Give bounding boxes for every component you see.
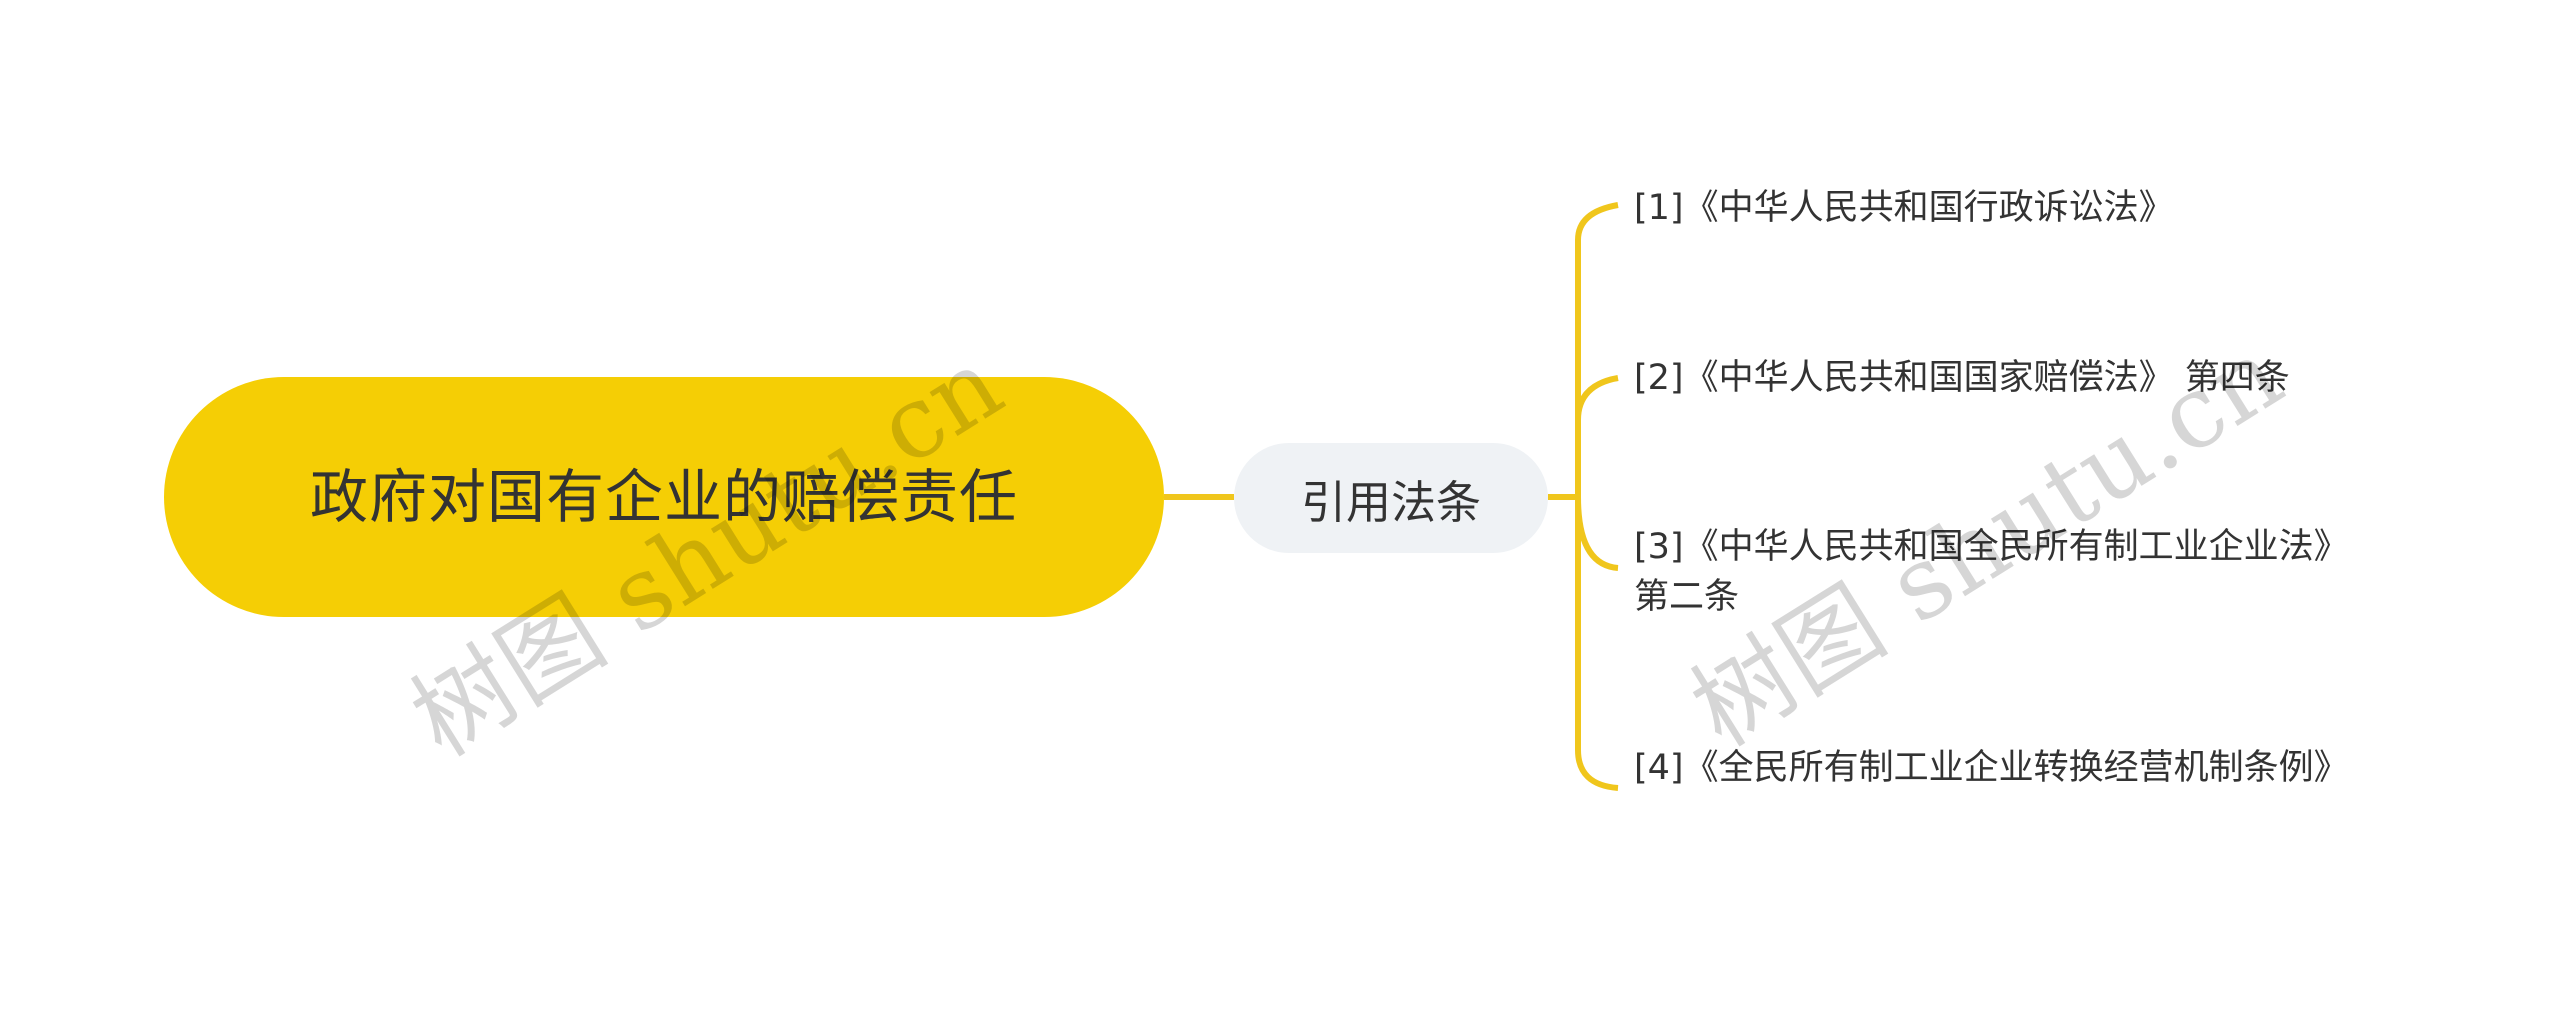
root-title: 政府对国有企业的赔偿责任	[309, 463, 1018, 531]
bracket-curve-2	[1575, 375, 1619, 421]
leaf-node-4[interactable]: [4]《全民所有制工业企业转换经营机制条例》	[1634, 748, 2349, 788]
branch-node-citations[interactable]: 引用法条	[1234, 443, 1548, 553]
leaf-node-3[interactable]: [3]《中华人民共和国全民所有制工业企业法》 第二条	[1634, 527, 2349, 617]
leaf-node-2[interactable]: [2]《中华人民共和国国家赔偿法》 第四条	[1634, 358, 2290, 398]
bracket-curve-1	[1575, 202, 1619, 497]
root-node[interactable]: 政府对国有企业的赔偿责任	[164, 377, 1164, 617]
bracket-curve-3	[1575, 496, 1619, 571]
bracket-curve-4	[1575, 497, 1619, 791]
leaf-node-1[interactable]: [1]《中华人民共和国行政诉讼法》	[1634, 188, 2174, 228]
branch-title: 引用法条	[1300, 475, 1481, 529]
